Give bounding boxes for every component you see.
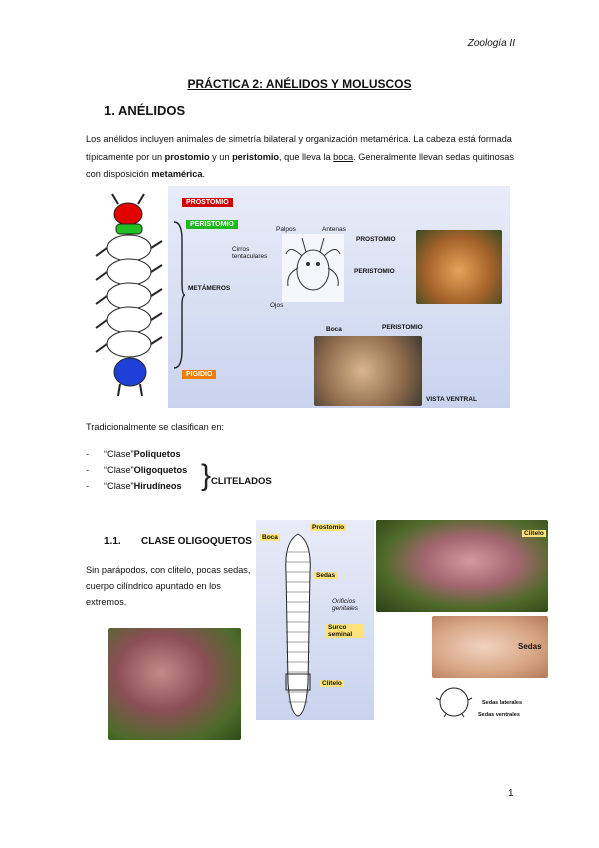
clitelados-brace: }: [201, 459, 212, 492]
label-vista-ventral: VISTA VENTRAL: [426, 396, 477, 403]
intro-paragraph: Los anélidos incluyen animales de simetr…: [86, 134, 514, 179]
earthworm-photo: [108, 628, 241, 740]
metameros-brace: [173, 221, 186, 369]
label-pigidio: PIGIDIO: [182, 370, 217, 379]
oligoquetos-paragraph: Sin parápodos, con clitelo, pocas sedas,…: [86, 565, 251, 607]
course-header: Zoología II: [467, 38, 515, 49]
annelid-segment-diagram: [95, 193, 163, 397]
clitellum-photo: [376, 520, 548, 612]
setae-cross-section: [432, 684, 480, 718]
label-prostomio-3: Prostomio: [310, 524, 347, 531]
list-item: -“Clase” Poliquetos: [86, 449, 181, 459]
label-cirros: Cirros tentaculares: [232, 246, 268, 260]
label-ojos: Ojos: [270, 302, 284, 309]
list-item: -“Clase” Oligoquetos: [86, 465, 188, 475]
label-metameros: METÁMEROS: [188, 285, 231, 292]
polychaete-head-diagram: [282, 234, 344, 302]
label-antenas: Antenas: [322, 226, 346, 233]
label-boca: Boca: [326, 326, 342, 333]
polychaete-head-photo: [416, 230, 502, 304]
label-prostomio-2: PROSTOMIO: [356, 236, 396, 243]
label-peristomio: PERISTOMIO: [186, 220, 238, 229]
label-peristomio-3: PERISTOMIO: [382, 324, 423, 331]
earthworm-diagram: [285, 533, 311, 717]
class-list: -“Clase” Poliquetos -“Clase” Oligoquetos…: [86, 446, 187, 494]
label-palpos: Palpos: [276, 226, 296, 233]
classify-intro: Tradicionalmente se clasifican en:: [86, 422, 225, 432]
section-heading-anelidos: 1. ANÉLIDOS: [104, 103, 186, 118]
label-sedas-2: Sedas: [518, 642, 542, 651]
label-clitelo: Clitelo: [320, 680, 344, 687]
label-sedas-laterales: Sedas laterales: [482, 700, 523, 706]
annelid-anatomy-figure: PROSTOMIO PERISTOMIO METÁMEROS PIGIDIO P…: [86, 186, 510, 408]
label-peristomio-2: PERISTOMIO: [354, 268, 395, 275]
setae-photo: [432, 616, 548, 678]
polychaete-ventral-photo: [314, 336, 422, 406]
label-sedas: Sedas: [314, 572, 338, 579]
subsection-heading-oligoquetos: CLASE OLIGOQUETOS: [141, 536, 252, 547]
list-item: -“Clase” Hirudíneos: [86, 481, 182, 491]
label-prostomio: PROSTOMIO: [182, 198, 233, 207]
label-boca-2: Boca: [260, 534, 280, 541]
page-title: PRÁCTICA 2: ANÉLIDOS Y MOLUSCOS: [187, 77, 412, 91]
clitelados-label: CLITELADOS: [211, 476, 272, 487]
label-surco: Surco seminal: [326, 624, 364, 638]
label-orificios: Orificios genitales: [332, 598, 359, 612]
label-clitelo-2: Clitelo: [522, 530, 546, 537]
earthworm-anatomy-figure: Boca Prostomio Sedas Orificios genitales…: [256, 520, 548, 720]
figure-panel: [256, 520, 374, 720]
label-sedas-ventrales: Sedas ventrales: [478, 712, 520, 718]
subsection-number: 1.1.: [104, 536, 121, 547]
page-number: 1: [508, 788, 514, 799]
